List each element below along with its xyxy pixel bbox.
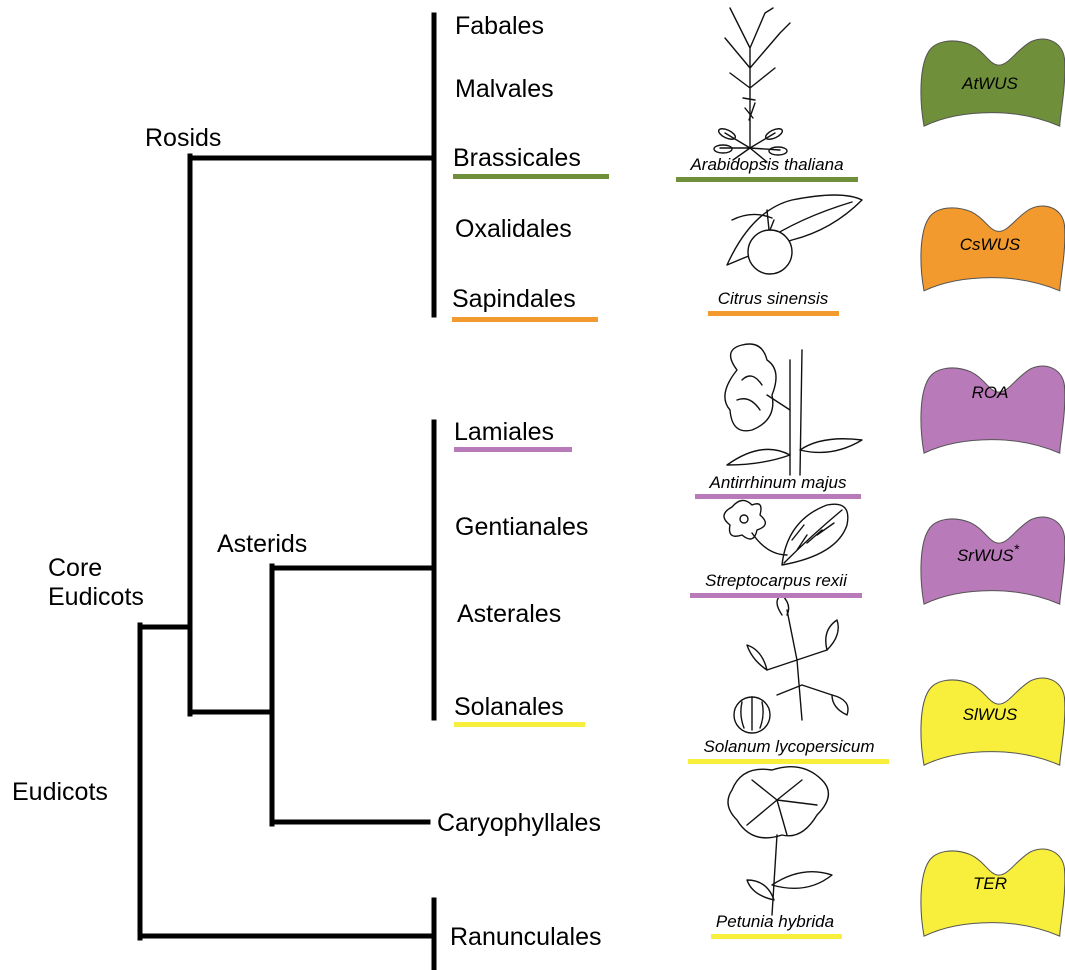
order-brassicales: Brassicales <box>453 144 581 172</box>
solanum-underline <box>688 759 889 764</box>
order-ranunculales: Ranunculales <box>450 923 602 951</box>
species-antirrhinum: Antirrhinum majus <box>709 473 847 492</box>
plant-sketches <box>714 8 862 915</box>
gene-srwus-asterisk: * <box>1014 541 1020 557</box>
antirrhinum-underline <box>695 494 861 499</box>
species-arabidopsis: Arabidopsis thaliana <box>689 155 843 174</box>
gene-cswus-label: CsWUS <box>960 235 1021 254</box>
order-gentianales: Gentianales <box>455 513 588 541</box>
order-caryophyllales: Caryophyllales <box>437 809 601 837</box>
snapdragon-flower-sketch-icon <box>725 344 862 475</box>
order-oxalidales: Oxalidales <box>455 215 572 243</box>
petunia-flower-sketch-icon <box>728 767 832 915</box>
brassicales-underline <box>453 174 609 179</box>
clade-core-eudicots-line1: Core <box>48 554 102 582</box>
solanales-underline <box>454 722 585 727</box>
clade-asterids: Asterids <box>217 530 307 558</box>
streptocarpus-sketch-icon <box>724 500 848 565</box>
order-fabales: Fabales <box>455 12 544 40</box>
order-malvales: Malvales <box>455 75 554 103</box>
species-streptocarpus: Streptocarpus rexii <box>705 571 848 590</box>
phylogenetic-tree <box>140 15 434 968</box>
gene-srwus-name: SrWUS <box>957 546 1014 565</box>
streptocarpus-underline <box>690 593 862 598</box>
gene-roa-label: ROA <box>972 383 1009 402</box>
gene-slwus-label: SlWUS <box>963 705 1018 724</box>
tomato-plant-sketch-icon <box>734 595 848 733</box>
clade-eudicots: Eudicots <box>12 778 108 806</box>
species-citrus: Citrus sinensis <box>718 289 829 308</box>
arabidopsis-underline <box>676 177 858 182</box>
clade-labels: Rosids Asterids Core Eudicots Eudicots <box>12 124 307 806</box>
order-labels: Fabales Malvales Brassicales Oxalidales … <box>437 12 609 951</box>
citrus-underline <box>708 311 839 316</box>
gene-ter-label: TER <box>973 874 1007 893</box>
arabidopsis-sketch-icon <box>714 8 790 162</box>
petunia-underline <box>711 934 842 939</box>
gene-shapes: AtWUS CsWUS ROA SrWUS* SlWUS TER <box>921 39 1065 936</box>
species-petunia: Petunia hybrida <box>716 912 834 931</box>
gene-roa-shape <box>921 366 1065 453</box>
order-solanales: Solanales <box>454 693 564 721</box>
clade-rosids: Rosids <box>145 124 221 152</box>
order-asterales: Asterales <box>457 600 561 628</box>
gene-atwus-label: AtWUS <box>961 74 1018 93</box>
gene-roa <box>921 366 1065 453</box>
lamiales-underline <box>454 447 572 452</box>
sapindales-underline <box>452 317 598 322</box>
order-sapindales: Sapindales <box>452 285 576 313</box>
clade-core-eudicots-line2: Eudicots <box>48 583 144 611</box>
order-lamiales: Lamiales <box>454 418 554 446</box>
citrus-fruit-sketch-icon <box>727 195 862 274</box>
species-solanum: Solanum lycopersicum <box>703 737 874 756</box>
